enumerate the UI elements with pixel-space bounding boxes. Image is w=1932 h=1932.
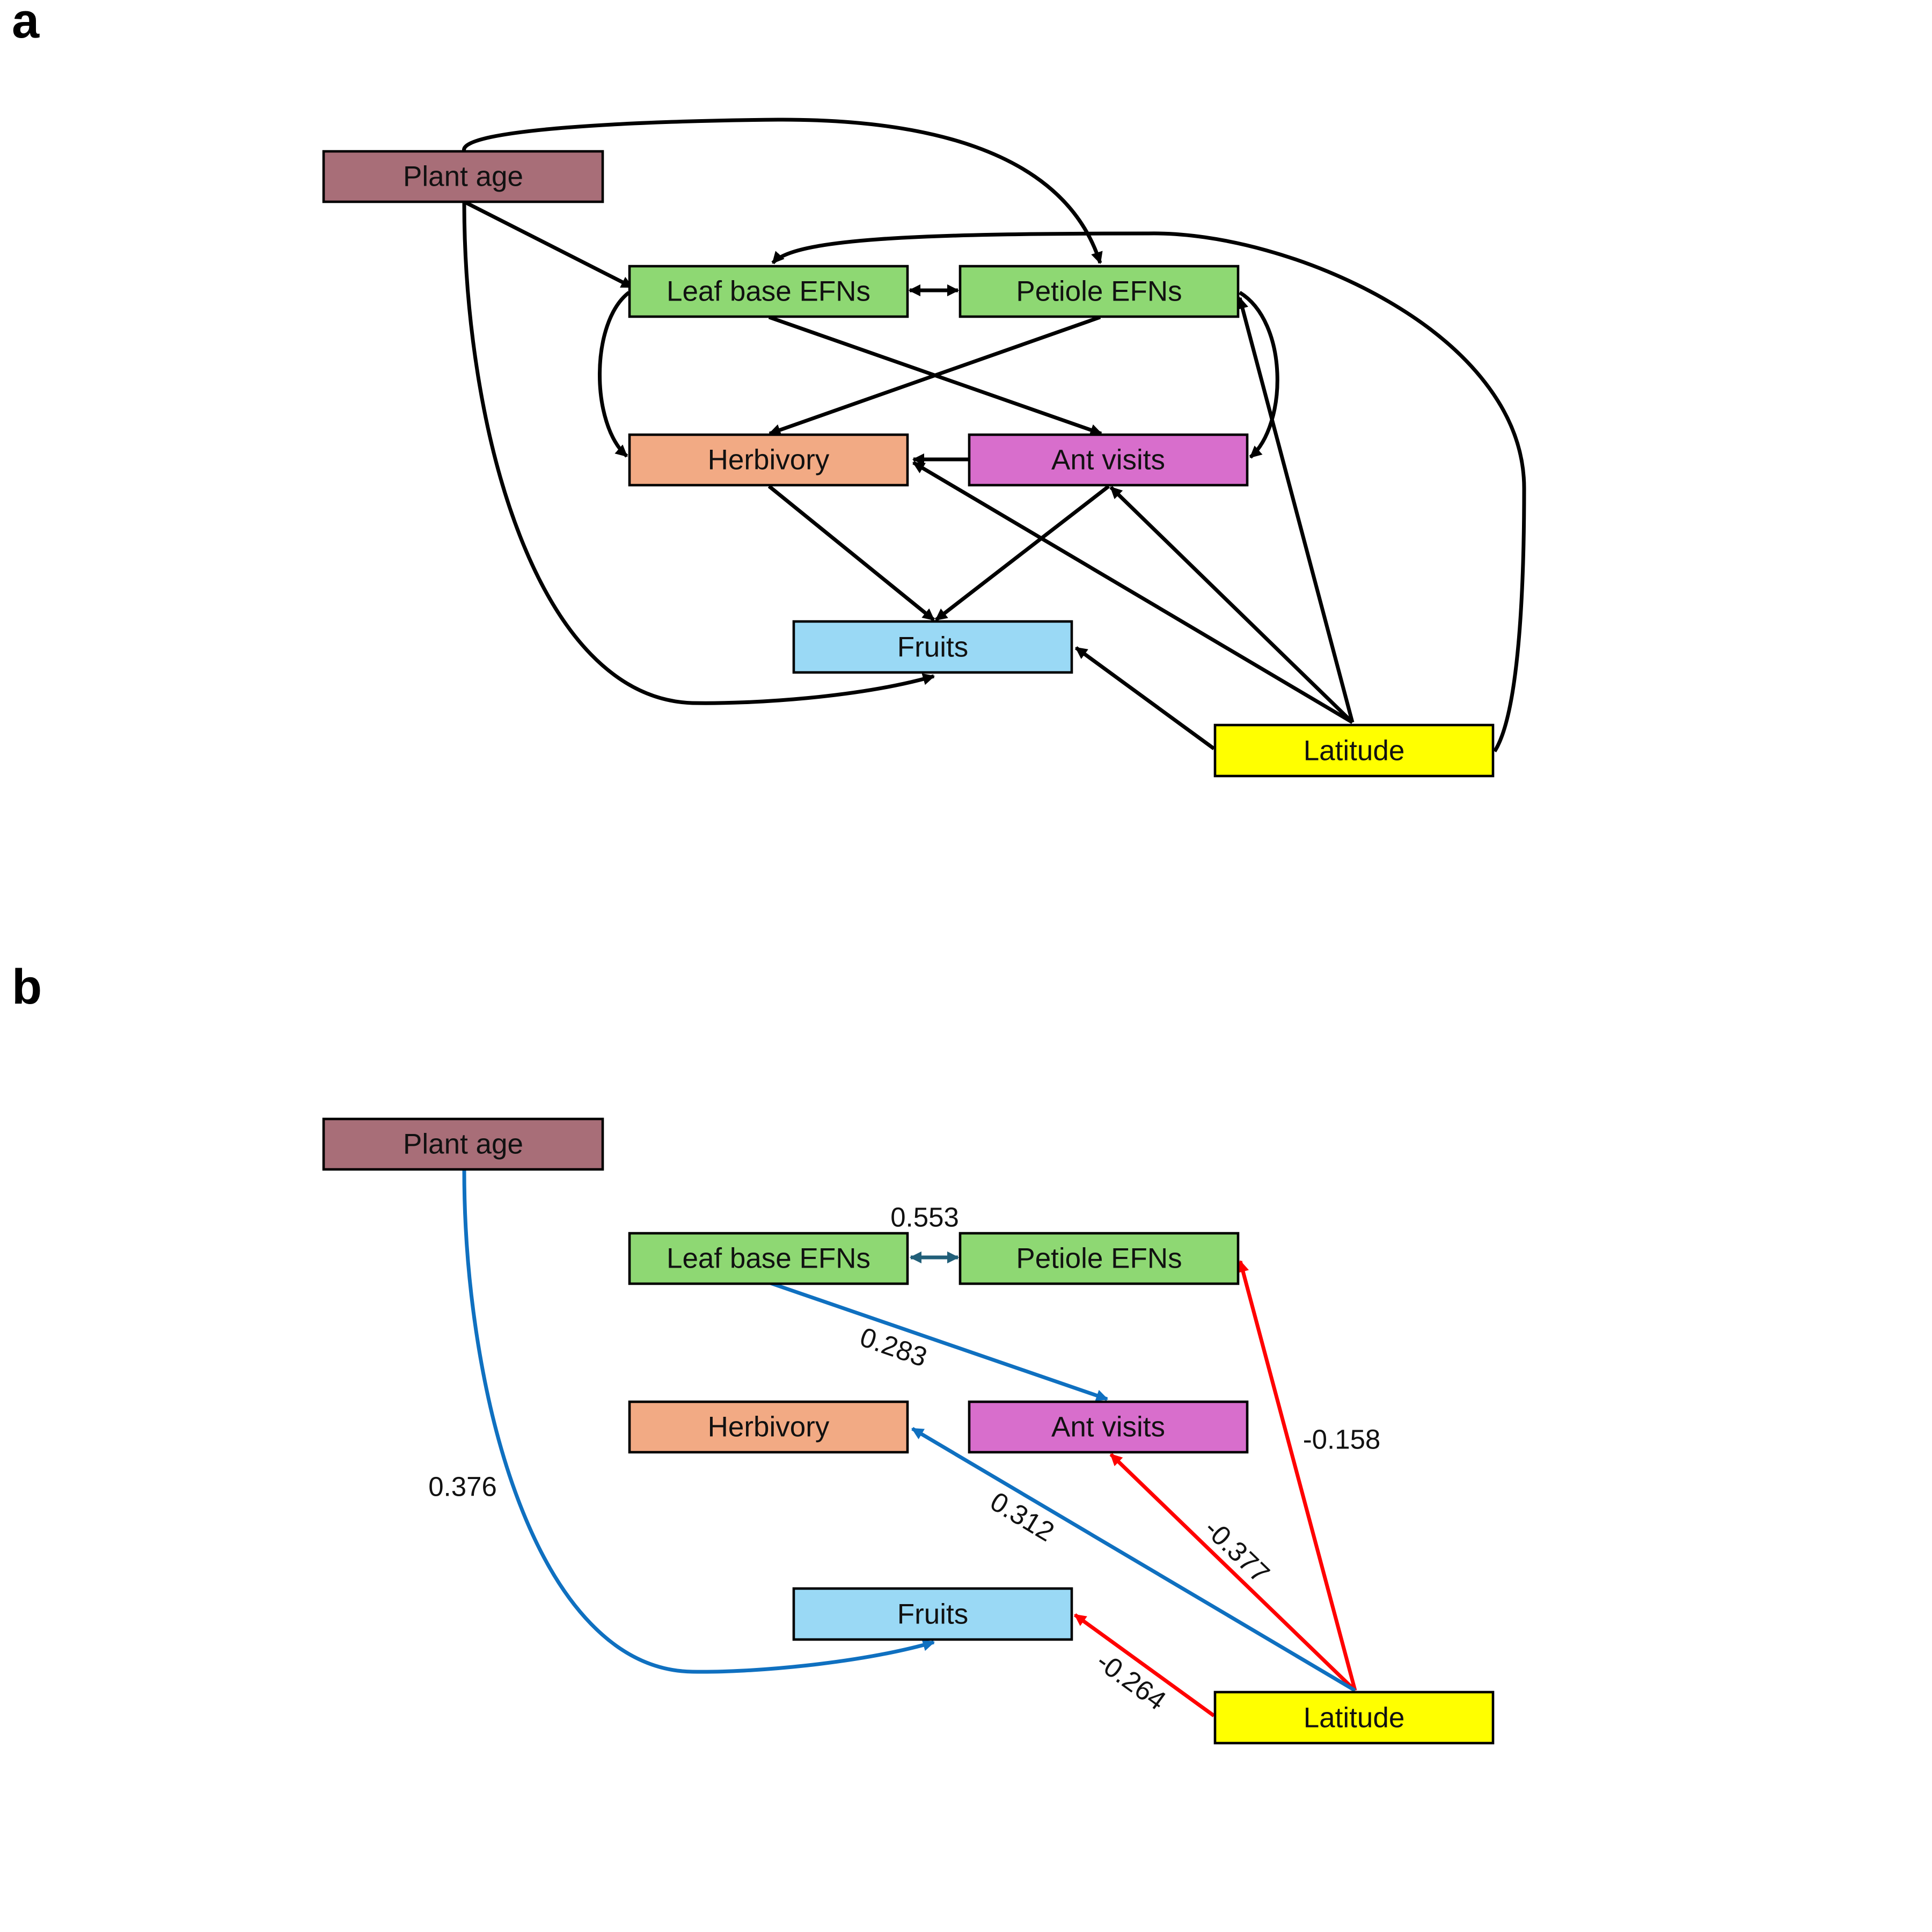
- panel-b: b 0.553 0.283 0.376 -0.158 -0.377 0.312 …: [12, 960, 1495, 1745]
- edge-b-latitude-to-herbivory: [911, 1426, 1356, 1693]
- node-b-plant-age: Plant age: [322, 1117, 604, 1171]
- edge-a-leaf-base-to-herbivory: [598, 291, 631, 458]
- coef-leaf-base-to-ant-visits: 0.283: [856, 1321, 931, 1372]
- node-a-plant-age-box: [322, 150, 604, 203]
- panel-a: a Plant age Leaf: [12, 0, 1526, 778]
- node-b-fruits: Fruits: [792, 1587, 1073, 1641]
- node-a-fruits: Fruits: [792, 620, 1073, 674]
- node-b-fruits-box: [792, 1587, 1073, 1641]
- panel-a-nodes: Plant age Leaf base EFNs Petiole EFNs He…: [322, 150, 1495, 778]
- coef-leaf-base-petiole: 0.553: [890, 1202, 959, 1233]
- node-b-herbivory-label: Herbivory: [708, 1411, 830, 1443]
- edge-b-latitude-to-petiole: [1237, 1260, 1357, 1691]
- edge-a-plant-age-to-petiole: [462, 118, 1103, 265]
- panel-b-letter: b: [12, 960, 42, 1014]
- panel-b-nodes: Plant age Leaf base EFNs Petiole EFNs He…: [322, 1117, 1495, 1745]
- node-b-plant-age-label: Plant age: [403, 1129, 523, 1160]
- node-a-ant-visits-label: Ant visits: [1051, 444, 1165, 476]
- node-b-latitude: Latitude: [1213, 1690, 1495, 1745]
- node-b-herbivory: Herbivory: [628, 1400, 909, 1454]
- node-b-petiole-label: Petiole EFNs: [1016, 1243, 1182, 1275]
- edge-a-petiole-to-ant-visits: [1239, 291, 1279, 459]
- node-b-fruits-label: Fruits: [897, 1599, 969, 1630]
- edge-b-plant-age-to-fruits: [462, 1169, 935, 1674]
- node-a-petiole-efns: Petiole EFNs: [958, 265, 1240, 318]
- edge-b-latitude-to-fruits: [1073, 1613, 1216, 1717]
- edge-b-latitude-to-ant-visits: [1109, 1453, 1357, 1692]
- node-b-leaf-base-box: [628, 1232, 909, 1285]
- node-a-herbivory: Herbivory: [628, 433, 909, 487]
- panel-a-edges: [462, 118, 1526, 752]
- edge-a-plant-age-to-leaf-base: [463, 200, 633, 289]
- node-a-latitude-label: Latitude: [1304, 735, 1405, 767]
- node-a-leaf-base-efns: Leaf base EFNs: [628, 265, 909, 318]
- coef-plant-age-to-fruits: 0.376: [428, 1472, 497, 1502]
- node-b-petiole-box: [958, 1232, 1240, 1285]
- node-b-plant-age-box: [322, 1117, 604, 1171]
- node-a-plant-age-label: Plant age: [403, 161, 523, 193]
- edge-a-latitude-to-herbivory: [912, 460, 1353, 724]
- node-b-leaf-base-efns: Leaf base EFNs: [628, 1232, 909, 1285]
- node-a-latitude-box: [1213, 723, 1495, 778]
- edge-a-latitude-to-fruits: [1074, 646, 1216, 750]
- node-b-latitude-box: [1213, 1690, 1495, 1745]
- node-a-fruits-label: Fruits: [897, 632, 969, 663]
- node-b-petiole-efns: Petiole EFNs: [958, 1232, 1240, 1285]
- edge-a-ant-visits-to-fruits: [934, 485, 1110, 621]
- node-b-herbivory-box: [628, 1400, 909, 1454]
- edge-a-latitude-to-leaf-base: [771, 231, 1526, 752]
- node-a-petiole-box: [958, 265, 1240, 318]
- node-b-ant-visits-label: Ant visits: [1051, 1411, 1165, 1443]
- edge-a-petiole-to-herbivory: [768, 315, 1101, 436]
- panel-b-edges: [462, 1169, 1357, 1717]
- node-a-herbivory-label: Herbivory: [708, 444, 830, 476]
- node-b-ant-visits: Ant visits: [968, 1400, 1249, 1454]
- node-b-leaf-base-label: Leaf base EFNs: [667, 1243, 870, 1275]
- node-a-latitude: Latitude: [1213, 723, 1495, 778]
- node-a-fruits-box: [792, 620, 1073, 674]
- node-a-leaf-base-label: Leaf base EFNs: [667, 276, 870, 308]
- node-a-ant-visits-box: [968, 433, 1249, 487]
- node-a-leaf-base-box: [628, 265, 909, 318]
- node-b-ant-visits-box: [968, 1400, 1249, 1454]
- coef-latitude-to-petiole: -0.158: [1303, 1424, 1381, 1455]
- node-a-ant-visits: Ant visits: [968, 433, 1249, 487]
- edge-a-plant-age-to-fruits: [462, 201, 935, 705]
- node-a-herbivory-box: [628, 433, 909, 487]
- panel-a-letter: a: [12, 0, 40, 48]
- node-b-latitude-label: Latitude: [1304, 1702, 1405, 1734]
- node-a-petiole-label: Petiole EFNs: [1016, 276, 1182, 308]
- edge-a-latitude-to-petiole: [1236, 296, 1355, 723]
- edge-b-leaf-base-to-ant-visits: [768, 1280, 1109, 1402]
- edge-a-herbivory-to-fruits: [767, 485, 935, 621]
- node-a-plant-age: Plant age: [322, 150, 604, 203]
- edge-a-latitude-to-ant-visits: [1109, 486, 1354, 724]
